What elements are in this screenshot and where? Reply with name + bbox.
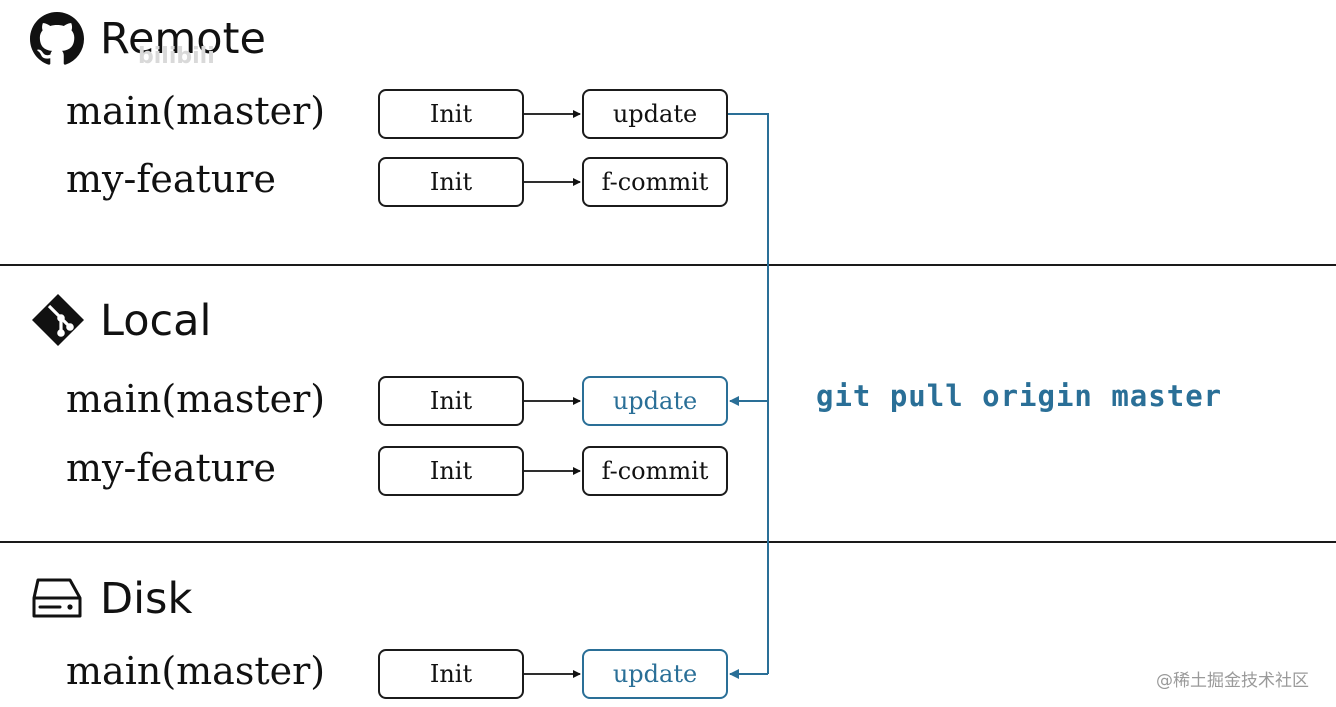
divider-remote-local (0, 264, 1336, 266)
remote-section-header: Remote (30, 10, 290, 65)
remote-title: Remote (100, 14, 266, 64)
git-pull-command: git pull origin master (816, 379, 1223, 413)
remote-main-label: main(master) (66, 89, 326, 133)
disk-main-commit-update: update (582, 649, 728, 699)
juejin-watermark: @稀土掘金技术社区 (1156, 671, 1309, 691)
disk-main-commit-init: Init (378, 649, 524, 699)
local-title: Local (100, 296, 212, 346)
remote-feature-label: my-feature (66, 157, 276, 201)
local-main-commit-update: update (582, 376, 728, 426)
github-icon (30, 12, 84, 65)
disk-drive-icon (32, 578, 82, 618)
local-main-commit-init: Init (378, 376, 524, 426)
pull-connector-trunk (728, 113, 769, 674)
local-section-header: Local (30, 292, 270, 348)
git-icon (32, 294, 84, 346)
disk-section-header: Disk (30, 574, 250, 624)
local-feature-label: my-feature (66, 446, 276, 490)
remote-feature-commit-fcommit: f-commit (582, 157, 728, 207)
local-main-label: main(master) (66, 377, 326, 421)
divider-local-disk (0, 541, 1336, 543)
disk-title: Disk (100, 574, 193, 624)
disk-main-label: main(master) (66, 649, 326, 693)
bilibili-watermark: bilibili (138, 44, 215, 69)
remote-feature-commit-init: Init (378, 157, 524, 207)
local-feature-commit-init: Init (378, 446, 524, 496)
local-feature-commit-fcommit: f-commit (582, 446, 728, 496)
remote-main-commit-update: update (582, 89, 728, 139)
remote-main-commit-init: Init (378, 89, 524, 139)
